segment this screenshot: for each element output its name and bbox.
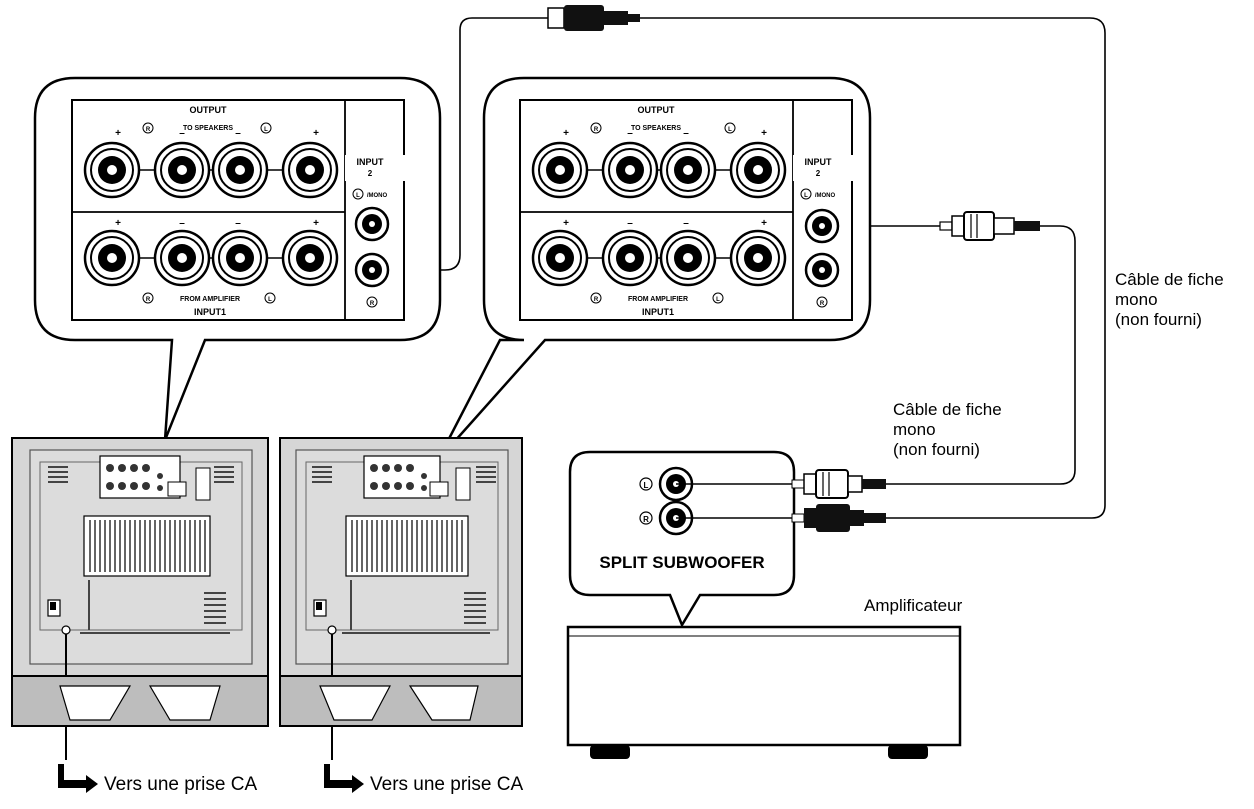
svg-text:L: L [268,297,272,303]
output-l-minus-post [211,141,269,199]
subwoofer-left [11,437,269,760]
svg-text:–: – [627,128,633,139]
amplifier-label: Amplificateur [864,596,963,615]
amp-plug-r [791,504,886,532]
amp-r-mark: R [643,515,649,524]
right-panel-callout: OUTPUT TO SPEAKERS + – – + R L + – – + R… [436,76,872,461]
input1-r-minus-post [153,229,211,287]
split-subwoofer-callout: L R SPLIT SUBWOOFER [568,450,800,628]
rca-plug-mid [939,211,1040,241]
output-r-minus-post [153,141,211,199]
svg-text:–: – [683,128,689,139]
svg-text:–: – [627,218,633,229]
svg-text:TO SPEAKERS: TO SPEAKERS [631,125,681,132]
svg-text:–: – [179,128,185,139]
svg-text:/MONO: /MONO [815,193,836,199]
from-amplifier-label: FROM AMPLIFIER [180,296,240,303]
svg-text:–: – [235,128,241,139]
input2-l-jack [354,206,390,242]
input1-l-plus-post [281,229,339,287]
left-panel-callout: OUTPUT TO SPEAKERS + – – + R L + – – + R… [33,76,442,441]
svg-text:FROM AMPLIFIER: FROM AMPLIFIER [628,296,688,303]
subwoofer-right [279,437,523,760]
amplifier-box [566,625,962,759]
svg-text:+: + [313,128,319,139]
svg-text:+: + [563,128,569,139]
svg-text:2: 2 [368,169,373,178]
svg-text:R: R [370,301,375,307]
ac-outlet-label-right: Vers une prise CA [370,774,524,795]
svg-text:INPUT1: INPUT1 [642,307,674,317]
ac-arrow-right [324,764,364,793]
output-label: OUTPUT [190,105,228,115]
cable-to-top-plug [372,17,550,271]
cable-label-right: Câble de fiche mono (non fourni) [1115,270,1224,329]
svg-text:+: + [115,128,121,139]
svg-text:+: + [563,218,569,229]
svg-text:+: + [761,218,767,229]
svg-text:R: R [820,301,825,307]
svg-text:L: L [728,127,732,133]
input2-r-jack [354,252,390,288]
svg-text:+: + [313,218,319,229]
to-speakers-label: TO SPEAKERS [183,125,233,132]
input1-r-plus-post [83,229,141,287]
cable-label-mid: Câble de fiche mono (non fourni) [893,400,1002,459]
svg-text:L: L [804,193,808,199]
right-input2-r-jack [804,252,840,288]
svg-text:L: L [716,297,720,303]
svg-text:–: – [179,218,185,229]
right-input2-l-jack [804,208,840,244]
svg-text:–: – [235,218,241,229]
cable-long-right [640,17,1106,519]
ac-outlet-label-left: Vers une prise CA [104,774,258,795]
svg-text:2: 2 [816,169,821,178]
svg-text:R: R [146,127,151,133]
svg-text:INPUT: INPUT [805,157,833,167]
amp-l-mark: L [644,481,649,490]
output-r-plus-post [83,141,141,199]
svg-text:+: + [115,218,121,229]
rca-plug-top [547,5,640,31]
output-l-plus-post [281,141,339,199]
svg-text:/MONO: /MONO [367,193,388,199]
svg-text:R: R [594,297,599,303]
svg-text:L: L [264,127,268,133]
input2-label: INPUT [357,157,385,167]
input1-label: INPUT1 [194,307,226,317]
svg-text:OUTPUT: OUTPUT [638,105,676,115]
amp-plug-l [791,469,886,499]
split-subwoofer-label: SPLIT SUBWOOFER [599,553,764,572]
ac-arrow-left [58,764,98,793]
svg-text:–: – [683,218,689,229]
svg-text:+: + [761,128,767,139]
svg-text:L: L [356,193,360,199]
svg-text:R: R [594,127,599,133]
input1-l-minus-post [211,229,269,287]
svg-text:R: R [146,297,151,303]
cable-mid-plug-run [885,225,1076,485]
